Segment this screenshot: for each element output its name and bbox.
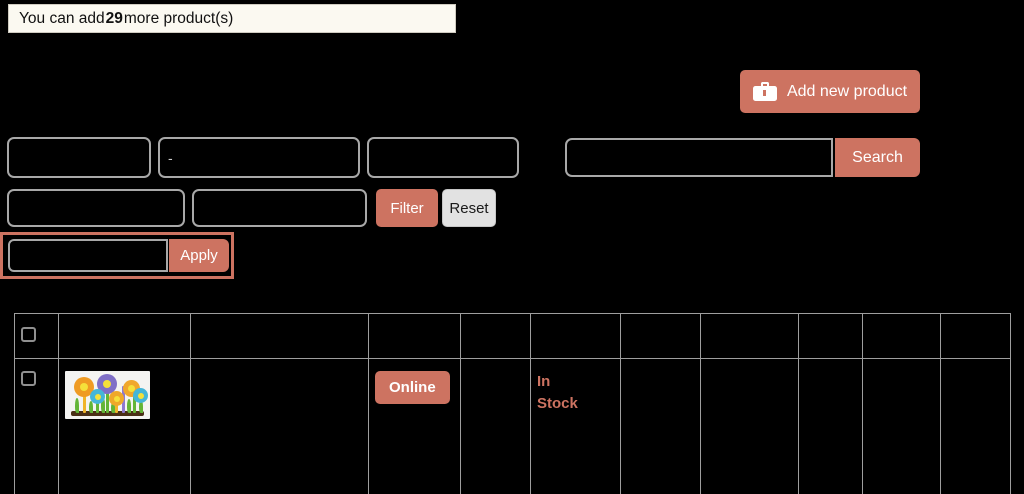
header-col5[interactable] (460, 313, 531, 359)
product-limit-alert: You can add 29 more product(s) (8, 4, 456, 33)
row-status-cell: Online (368, 358, 461, 494)
alert-suffix: more product(s) (123, 9, 234, 27)
header-name[interactable] (190, 313, 369, 359)
row-image-cell (58, 358, 191, 494)
status-badge[interactable]: Online (375, 371, 450, 404)
header-col8[interactable] (700, 313, 799, 359)
apply-input-group: Apply (0, 232, 234, 279)
row-col11-cell (940, 358, 1011, 494)
filter-from-input[interactable] (7, 137, 151, 178)
header-stock[interactable] (530, 313, 621, 359)
header-col10[interactable] (862, 313, 941, 359)
search-button-label: Search (852, 148, 903, 166)
header-col9[interactable] (798, 313, 863, 359)
product-table: Online In Stock (14, 313, 1011, 494)
alert-prefix: You can add (19, 9, 105, 27)
stock-status-text: In Stock (537, 373, 578, 412)
apply-button[interactable]: Apply (169, 239, 229, 272)
row-stock-cell: In Stock (530, 358, 621, 494)
header-col7[interactable] (620, 313, 701, 359)
apply-input[interactable] (8, 239, 168, 272)
reset-button-label: Reset (449, 199, 489, 217)
row-select-cell[interactable] (14, 358, 59, 494)
product-thumbnail-icon (65, 371, 150, 419)
briefcase-icon (752, 82, 777, 101)
row-col9-cell (798, 358, 863, 494)
add-new-product-button[interactable]: Add new product (740, 70, 920, 113)
filter-button[interactable]: Filter (376, 189, 438, 227)
filter-field-two-input[interactable] (192, 189, 367, 227)
add-new-product-label: Add new product (786, 82, 908, 100)
header-image[interactable] (58, 313, 191, 359)
row-col8-cell (700, 358, 799, 494)
table-row: Online In Stock (14, 358, 1011, 494)
filter-third-input[interactable] (367, 137, 519, 178)
row-name-cell (190, 358, 369, 494)
row-col7-cell (620, 358, 701, 494)
reset-button[interactable]: Reset (442, 189, 496, 227)
row-col5-cell (460, 358, 531, 494)
search-input[interactable] (565, 138, 833, 177)
row-col10-cell (862, 358, 941, 494)
header-col11[interactable] (940, 313, 1011, 359)
table-header-row (14, 313, 1011, 359)
alert-count: 29 (105, 9, 123, 27)
header-select[interactable] (14, 313, 59, 359)
header-status[interactable] (368, 313, 461, 359)
filter-button-label: Filter (390, 199, 424, 217)
filter-to-input[interactable] (158, 137, 360, 178)
row-select-checkbox[interactable] (21, 371, 36, 386)
apply-button-label: Apply (180, 247, 218, 264)
search-button[interactable]: Search (835, 138, 920, 177)
filter-field-one-input[interactable] (7, 189, 185, 227)
select-all-checkbox[interactable] (21, 327, 36, 342)
